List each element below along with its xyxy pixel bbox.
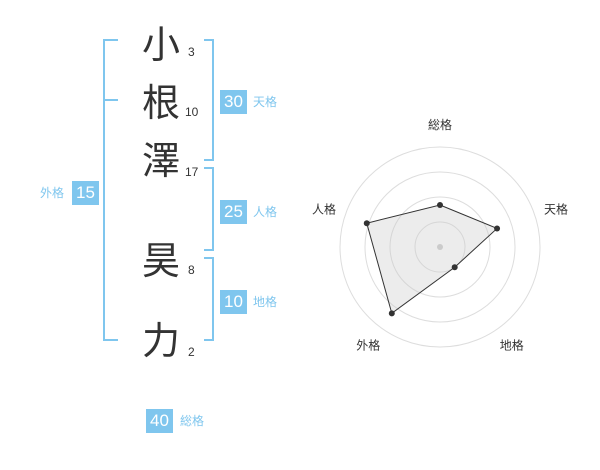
surname-char-2-strokes: 10	[185, 105, 199, 119]
surname-char-1: 小	[142, 23, 181, 67]
chikaku-bracket	[204, 257, 214, 341]
radar-ring-1	[414, 221, 466, 273]
radar-axis-label: 人格	[312, 201, 336, 216]
radar-axis-label: 地格	[500, 338, 524, 353]
radar-center-dot	[437, 244, 443, 250]
given-char-1-strokes: 8	[188, 263, 195, 277]
chikaku-value: 10	[220, 290, 247, 314]
radar-axis-label: 外格	[356, 338, 380, 353]
radar-point-3	[451, 264, 458, 271]
radar-point-1	[437, 202, 443, 208]
radar-area	[366, 204, 498, 315]
gaikaku-label: 外格	[40, 186, 65, 200]
given-char-2-strokes: 2	[188, 345, 195, 359]
soukaku-label: 総格	[180, 414, 205, 428]
radar-point-4	[388, 310, 395, 317]
surname-char-2: 根	[142, 81, 181, 125]
radar-axis-label: 天格	[544, 201, 568, 216]
surname-char-1-strokes: 3	[188, 45, 195, 59]
tenkaku-label: 天格	[253, 95, 278, 109]
given-char-2: 力	[142, 319, 181, 363]
jinkaku-label: 人格	[253, 205, 278, 219]
soukaku-value: 40	[146, 409, 173, 433]
radar-axis-label: 総格	[428, 117, 452, 132]
surname-char-3: 澤	[142, 139, 181, 183]
jinkaku-bracket	[204, 167, 214, 251]
gaikaku-value: 15	[72, 181, 99, 205]
radar-ring-4	[339, 146, 541, 348]
radar-ring-2	[389, 196, 491, 298]
radar-point-5	[363, 220, 370, 227]
tenkaku-bracket	[204, 39, 214, 161]
gaikaku-bracket	[103, 39, 118, 341]
chikaku-label: 地格	[253, 295, 278, 309]
tenkaku-value: 30	[220, 90, 247, 114]
jinkaku-value: 25	[220, 200, 247, 224]
given-char-1: 昊	[142, 239, 181, 283]
radar-ring-3	[364, 171, 516, 323]
radar-point-2	[494, 225, 501, 232]
surname-char-3-strokes: 17	[185, 165, 199, 179]
